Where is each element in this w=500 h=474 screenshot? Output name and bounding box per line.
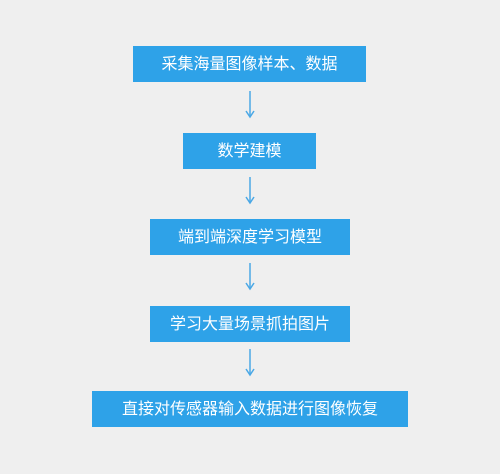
down-arrow-icon	[245, 177, 255, 205]
step-label: 端到端深度学习模型	[177, 227, 322, 246]
down-arrow-icon	[245, 91, 255, 119]
step-deep-learning-model: 端到端深度学习模型	[150, 219, 350, 255]
step-label: 学习大量场景抓拍图片	[169, 314, 330, 333]
arrow-shape	[245, 91, 255, 119]
step-label: 采集海量图像样本、数据	[161, 54, 338, 73]
step-collect-samples: 采集海量图像样本、数据	[133, 46, 366, 82]
down-arrow-icon	[245, 263, 255, 291]
step-label: 直接对传感器输入数据进行图像恢复	[121, 399, 378, 418]
step-math-modeling: 数学建模	[183, 133, 316, 169]
step-label: 数学建模	[217, 141, 282, 160]
arrow-shape	[245, 177, 255, 205]
arrow-shape	[245, 349, 255, 377]
step-image-restoration: 直接对传感器输入数据进行图像恢复	[92, 391, 408, 427]
step-learn-scene-images: 学习大量场景抓拍图片	[150, 306, 350, 342]
arrow-shape	[245, 263, 255, 291]
down-arrow-icon	[245, 349, 255, 377]
